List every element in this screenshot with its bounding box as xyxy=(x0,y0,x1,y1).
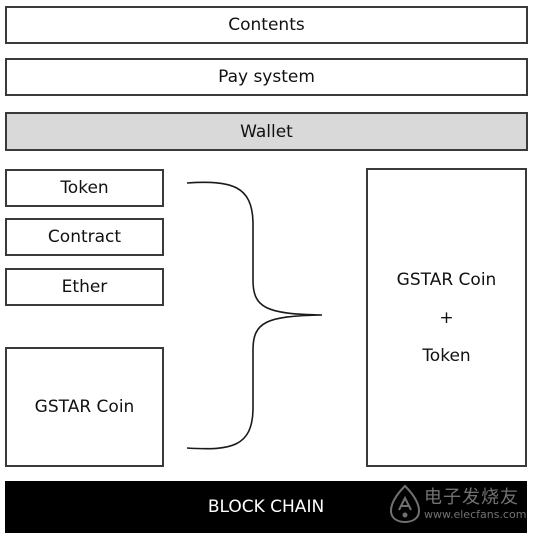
watermark: 电子发烧友 www.elecfans.com xyxy=(388,484,526,524)
wallet-layer: Wallet xyxy=(5,112,528,151)
gstar-coin-box: GSTAR Coin xyxy=(5,347,164,467)
token-label: Token xyxy=(60,178,109,198)
contents-label: Contents xyxy=(228,15,305,35)
pay-system-layer: Pay system xyxy=(5,58,528,96)
contract-box: Contract xyxy=(5,218,164,256)
watermark-url: www.elecfans.com xyxy=(424,507,527,521)
gstar-coin-label: GSTAR Coin xyxy=(34,397,135,417)
block-chain-layer: BLOCK CHAIN xyxy=(5,481,527,533)
contents-layer: Contents xyxy=(5,6,528,44)
ether-box: Ether xyxy=(5,268,164,306)
wallet-label: Wallet xyxy=(240,121,293,142)
contract-label: Contract xyxy=(47,227,122,247)
right-token-label: Token xyxy=(422,345,471,366)
token-box: Token xyxy=(5,169,164,207)
watermark-text: 电子发烧友 xyxy=(424,486,519,508)
gstar-coin-token-box: GSTAR Coin + Token xyxy=(366,168,527,467)
block-chain-label: BLOCK CHAIN xyxy=(207,497,325,517)
pay-system-label: Pay system xyxy=(218,67,315,87)
right-gstar-coin-label: GSTAR Coin xyxy=(396,269,497,290)
plus-label: + xyxy=(439,307,454,328)
ether-label: Ether xyxy=(61,277,108,297)
electronic-fans-logo-icon xyxy=(389,484,421,524)
